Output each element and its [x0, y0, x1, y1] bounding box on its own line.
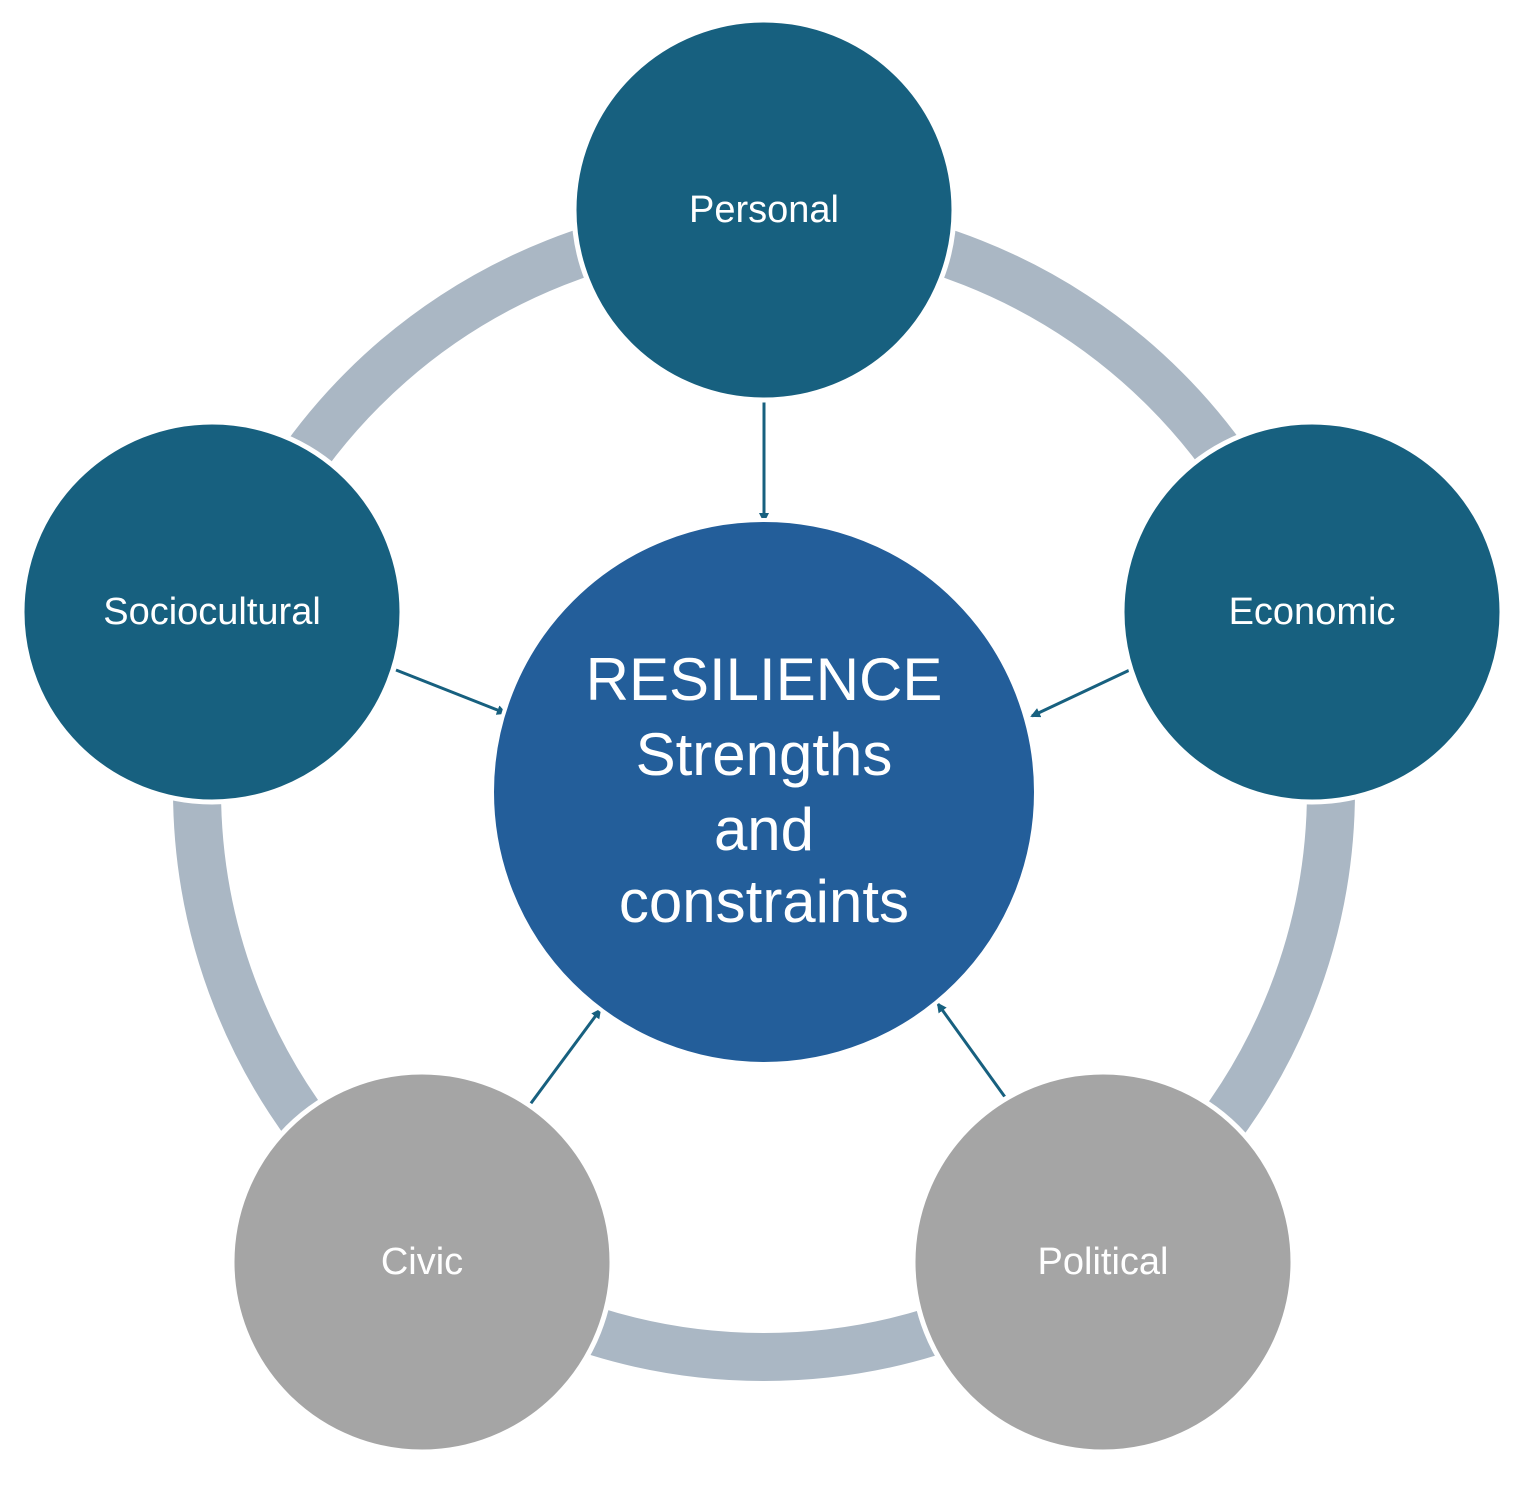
node-civic: Civic [229, 1069, 615, 1455]
node-political-label: Political [1038, 1241, 1169, 1283]
node-personal-label: Personal [689, 189, 839, 231]
arrow-sociocultural-to-center [395, 668, 507, 715]
node-political: Political [910, 1069, 1296, 1455]
node-sociocultural: Sociocultural [19, 419, 405, 805]
node-civic-label: Civic [381, 1241, 463, 1283]
node-sociocultural-label: Sociocultural [103, 591, 321, 633]
arrow-political-to-center [936, 1002, 1012, 1105]
center-title: RESILIENCE [586, 646, 943, 713]
arrow-economic-to-center [1030, 666, 1135, 718]
center-subtitle-3: constraints [619, 868, 909, 935]
node-personal: Personal [571, 17, 957, 403]
node-economic: Economic [1119, 419, 1505, 805]
center-subtitle-1: Strengths [636, 721, 893, 788]
node-economic-label: Economic [1229, 591, 1396, 633]
center-subtitle-2: and [714, 796, 814, 863]
center-node: RESILIENCE Strengths and constraints [490, 518, 1038, 1066]
arrow-civic-to-center [521, 1008, 602, 1115]
